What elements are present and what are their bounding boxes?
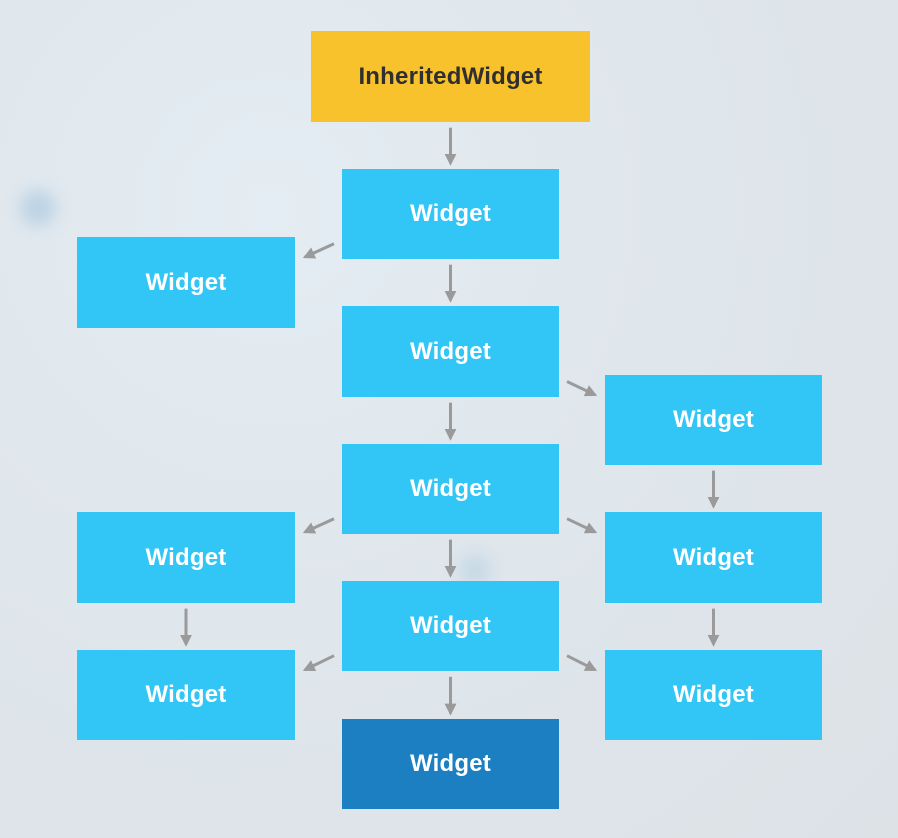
node-label: Widget (410, 750, 491, 777)
node-label: Widget (145, 681, 227, 708)
node-widget: Widget (342, 444, 559, 534)
node-widget: Widget (342, 169, 559, 259)
node-widget: Widget (77, 650, 295, 740)
node-widget: Widget (77, 512, 295, 603)
node-label: Widget (673, 543, 754, 571)
node-label: Widget (673, 406, 754, 433)
node-label: Widget (410, 612, 491, 639)
node-widget: Widget (605, 375, 822, 465)
node-label: Widget (410, 475, 491, 502)
node-label: Widget (145, 543, 227, 571)
node-widget: Widget (342, 306, 559, 397)
node-widget: Widget (605, 512, 822, 603)
node-widget: Widget (605, 650, 822, 740)
node-label: InheritedWidget (358, 62, 543, 90)
arrow-c1-to-l1 (302, 242, 335, 259)
arrow-c3-to-r2 (566, 517, 598, 534)
node-label: Widget (410, 200, 491, 227)
arrow-c4-to-r3 (566, 654, 598, 672)
arrow-c2-to-r1 (566, 380, 598, 397)
arrow-c3-to-l2 (302, 517, 335, 534)
node-widget: Widget (77, 237, 295, 328)
node-widget: Widget (342, 581, 559, 671)
node-label: Widget (145, 268, 227, 296)
node-widget-highlighted: Widget (342, 719, 559, 809)
node-label: Widget (673, 681, 754, 708)
arrow-c4-to-l3 (302, 654, 335, 672)
node-root: InheritedWidget (311, 31, 590, 122)
node-label: Widget (410, 337, 491, 365)
